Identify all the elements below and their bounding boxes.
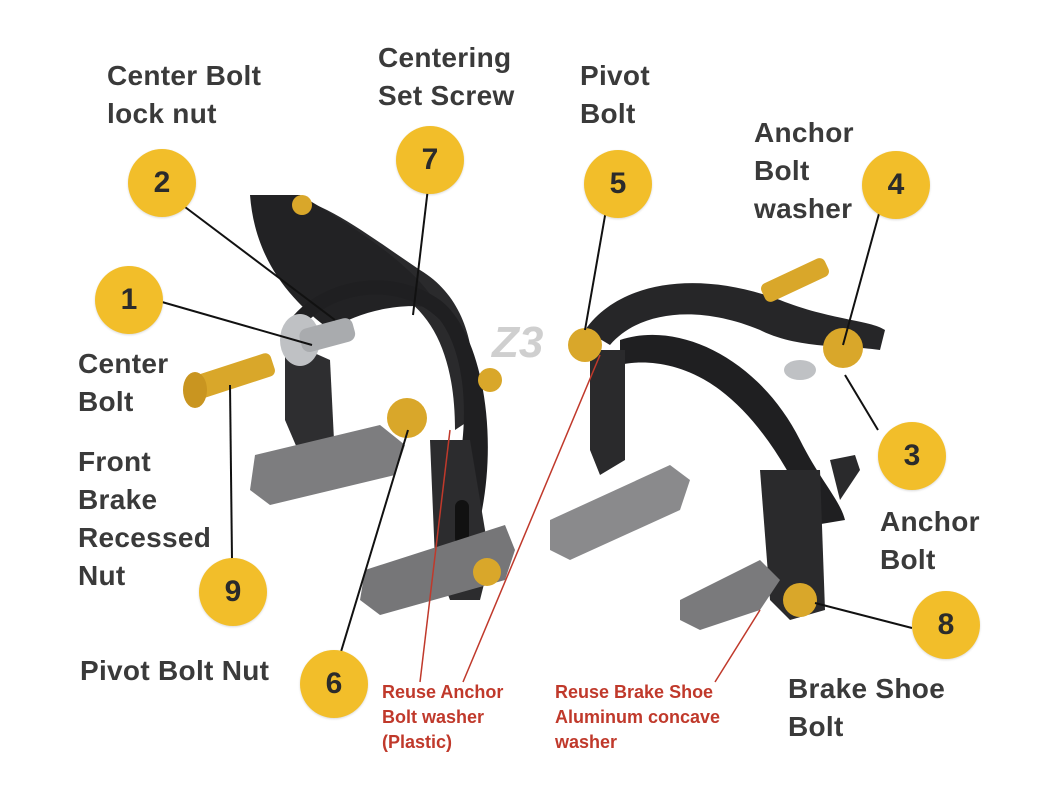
leader-9 bbox=[229, 384, 233, 561]
right-front-pad bbox=[680, 560, 780, 630]
label-centering-set-screw: Centering Set Screw bbox=[378, 42, 515, 111]
right-caliper bbox=[550, 258, 885, 630]
badge-2: 2 bbox=[128, 149, 196, 217]
right-spring-tab bbox=[830, 455, 860, 500]
leader-8 bbox=[814, 602, 913, 629]
label-anchor-bolt: Anchor Bolt bbox=[880, 506, 980, 575]
note-reuse-anchor-bolt-washer: Reuse Anchor Bolt washer (Plastic) bbox=[382, 682, 504, 752]
anchor-bolt-washer-shape bbox=[823, 328, 863, 368]
anchor-bolt-shaft bbox=[761, 258, 829, 302]
leader-3 bbox=[844, 374, 879, 431]
brake-shoe-bolt-shape bbox=[783, 583, 817, 617]
note-leader-lines bbox=[419, 354, 761, 683]
badge-4: 4 bbox=[862, 151, 930, 219]
left-shoe-bolt-shape bbox=[473, 558, 501, 586]
badge-1: 1 bbox=[95, 266, 163, 334]
badge-9: 9 bbox=[199, 558, 267, 626]
label-center-bolt: Center Bolt bbox=[78, 348, 169, 417]
badge-5: 5 bbox=[584, 150, 652, 218]
label-pivot-bolt: Pivot Bolt bbox=[580, 60, 650, 129]
left-yoke bbox=[250, 195, 440, 330]
right-left-leg bbox=[590, 350, 625, 475]
center-spring-shaft bbox=[299, 318, 356, 352]
center-bolt-head bbox=[183, 372, 207, 408]
right-yoke bbox=[585, 283, 885, 350]
badge-3: 3 bbox=[878, 422, 946, 490]
center-bolt-lock-nut-shape bbox=[280, 314, 320, 366]
note-leader-shoe bbox=[714, 609, 761, 683]
left-rear-pad bbox=[250, 425, 405, 505]
leader-5 bbox=[584, 209, 607, 331]
note-leader-anchor-a bbox=[419, 429, 451, 683]
watermark-logo: Z3 bbox=[492, 318, 544, 367]
leader-2 bbox=[184, 206, 336, 321]
left-pivot-cap-shape bbox=[478, 368, 502, 392]
badge-7: 7 bbox=[396, 126, 464, 194]
pivot-bolt-nut-shape bbox=[387, 398, 427, 438]
label-front-brake-recessed-nut: Front Brake Recessed Nut bbox=[78, 446, 212, 591]
right-rear-pad bbox=[550, 465, 690, 560]
label-pivot-bolt-nut: Pivot Bolt Nut bbox=[80, 655, 270, 686]
badge-8: 8 bbox=[912, 591, 980, 659]
right-main-arm bbox=[620, 334, 845, 525]
pivot-bolt-shape bbox=[568, 328, 602, 362]
left-top-bolt-shape bbox=[292, 195, 312, 215]
note-leader-anchor-b bbox=[462, 354, 601, 683]
left-caliper bbox=[183, 195, 515, 615]
label-anchor-bolt-washer: Anchor Bolt washer bbox=[754, 117, 854, 224]
leader-4 bbox=[842, 209, 881, 346]
left-back-plate bbox=[285, 340, 335, 460]
leader-1 bbox=[161, 301, 313, 346]
leader-lines bbox=[161, 187, 913, 656]
label-center-bolt-lock-nut: Center Bolt lock nut bbox=[107, 60, 262, 129]
center-bolt-shaft bbox=[185, 353, 275, 401]
badge-6: 6 bbox=[300, 650, 368, 718]
label-brake-shoe-bolt: Brake Shoe Bolt bbox=[788, 673, 946, 742]
note-reuse-brake-shoe-washer: Reuse Brake Shoe Aluminum concave washer bbox=[555, 682, 721, 752]
leader-6 bbox=[339, 429, 409, 656]
leader-7 bbox=[412, 187, 429, 316]
left-front-pad bbox=[360, 525, 515, 615]
spring-coil bbox=[784, 360, 816, 380]
left-arm-slot bbox=[455, 500, 469, 545]
